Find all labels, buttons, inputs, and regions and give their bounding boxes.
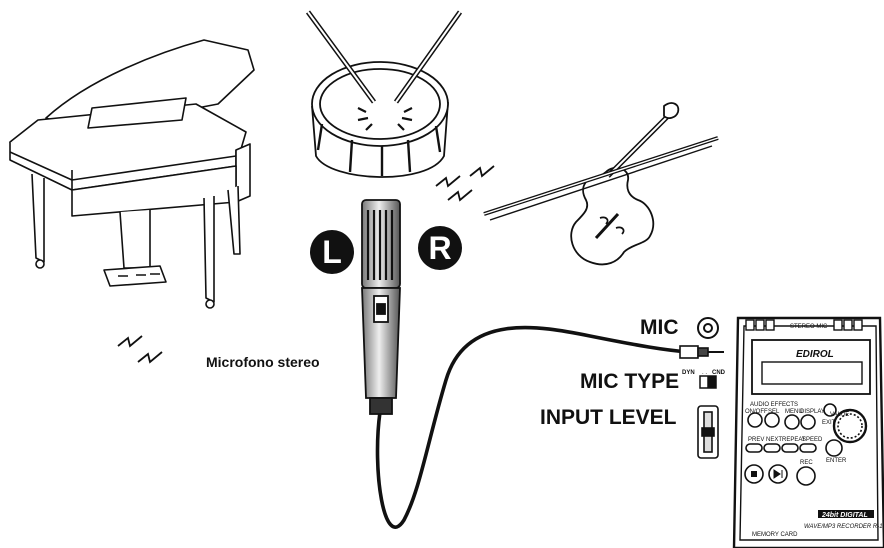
memory-card-label: MEMORY CARD — [752, 532, 798, 538]
mic-jack-icon — [698, 318, 718, 338]
audio-effects-label: AUDIO EFFECTS — [750, 402, 798, 408]
speed-button[interactable] — [800, 444, 816, 452]
sel-button[interactable] — [765, 413, 779, 427]
input-level-slider-icon[interactable] — [698, 406, 718, 458]
enter-label: ENTER — [826, 458, 847, 464]
recorder-brand: EDIROL — [796, 349, 834, 360]
prev-label: PREV — [748, 437, 764, 443]
recorder-header: STEREO MIC — [790, 324, 828, 330]
menu-button[interactable] — [785, 415, 799, 429]
violin-illustration — [484, 103, 718, 264]
speed-label: SPEED — [802, 437, 823, 443]
dot-separator: . . — [702, 370, 707, 376]
on-off-button[interactable] — [748, 413, 762, 427]
left-channel-badge: L — [310, 230, 354, 274]
display-label: DISPLAY — [800, 409, 825, 415]
next-label: NEXT — [766, 437, 782, 443]
prev-button[interactable] — [746, 444, 762, 452]
right-channel-badge: R — [418, 226, 462, 270]
sel-label: SEL — [768, 409, 780, 415]
mini-plug — [680, 346, 724, 358]
value-label: VALUE — [830, 412, 849, 418]
rec-label: REC — [800, 460, 813, 466]
stereo-microphone — [362, 200, 688, 527]
rec-button[interactable] — [797, 467, 815, 485]
cnd-label: CND — [712, 370, 726, 376]
repeat-button[interactable] — [782, 444, 798, 452]
input-level-label: INPUT LEVEL — [540, 406, 677, 430]
mic-input-label: MIC — [640, 316, 679, 340]
dyn-label: DYN — [682, 370, 695, 376]
model-line-1: 24bit DIGITAL — [821, 512, 868, 519]
next-button[interactable] — [764, 444, 780, 452]
display-button[interactable] — [801, 415, 815, 429]
stop-icon — [751, 471, 757, 477]
mic-type-label: MIC TYPE — [580, 370, 679, 394]
edirol-r1-recorder: STEREO MIC EDIROL AUDIO EFFECTS ON/OFF S… — [734, 318, 884, 548]
snare-drum-illustration — [308, 12, 460, 177]
grand-piano-illustration — [10, 40, 254, 308]
on-off-label: ON/OFF — [745, 409, 768, 415]
exit-label: EXIT — [822, 420, 836, 426]
mic-type-switch-icon — [700, 376, 716, 388]
mic-caption: Microfono stereo — [206, 354, 320, 370]
model-line-2: WAVE/MP3 RECORDER R-1 — [804, 524, 883, 530]
enter-button[interactable] — [826, 440, 842, 456]
